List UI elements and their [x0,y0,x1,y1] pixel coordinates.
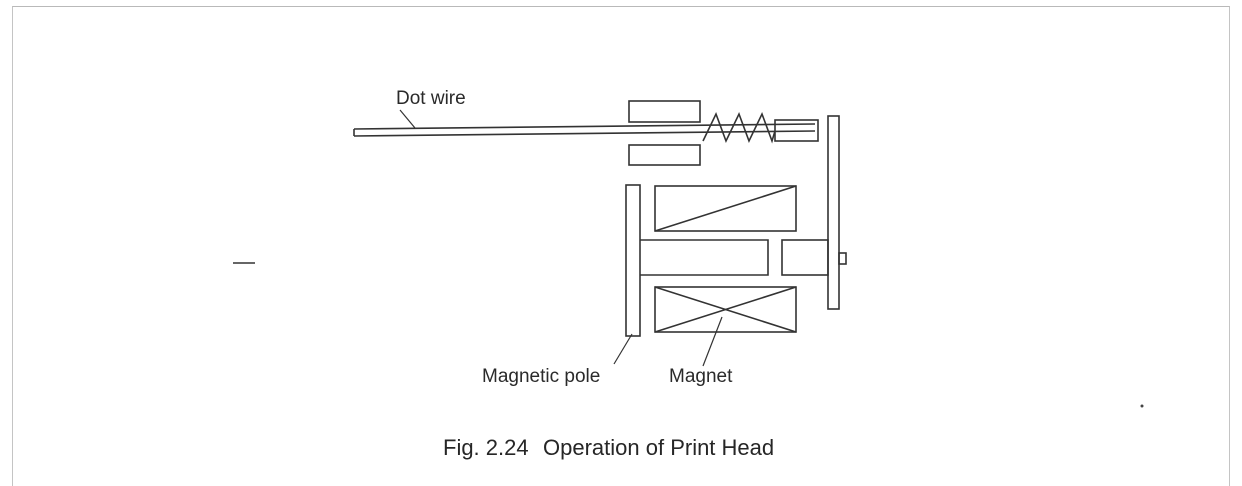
magnetic-pole-leader [613,333,633,365]
plunger-block [774,119,819,142]
return-spring [702,111,776,144]
core-end-block [781,239,829,276]
dot-wire-label: Dot wire [396,88,466,109]
figure-title: Operation of Print Head [543,435,774,460]
magnetic-pole-label: Magnetic pole [482,366,600,387]
magnetic-pole-bar [625,184,641,337]
figure-number: Fig. 2.24 [443,435,529,460]
armature-plate [827,115,840,310]
figure-frame [12,6,1230,486]
dot-wire [353,123,816,137]
upper-coil [654,185,797,232]
print-head-diagram: Dot wire Magnetic pole Magnet Fig. 2.24 … [233,88,1144,460]
magnet-core [640,239,769,276]
magnet-coil [654,286,797,333]
wire-guide-bottom [628,144,701,166]
dot-wire-leader [399,109,416,129]
scan-dot [1140,404,1144,408]
magnet-leader [702,316,723,367]
armature-pin [838,252,847,265]
wire-guide-top [628,100,701,123]
magnet-label: Magnet [669,366,733,387]
